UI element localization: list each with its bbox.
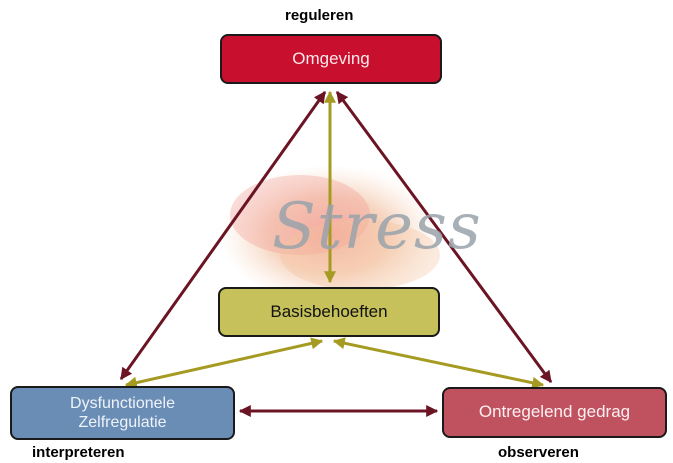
arrow-center-right bbox=[332, 337, 545, 389]
node-dysfunctionele-zelfregulatie: Dysfunctionele Zelfregulatie bbox=[10, 386, 235, 440]
arrow-center-left bbox=[124, 337, 324, 389]
arrow-top-right bbox=[335, 91, 553, 383]
node-ontregelend-gedrag-label: Ontregelend gedrag bbox=[478, 402, 631, 422]
node-left-label-line2: Zelfregulatie bbox=[78, 414, 167, 431]
node-left-label-line1: Dysfunctionele bbox=[70, 394, 175, 412]
node-omgeving: Omgeving bbox=[220, 34, 442, 84]
node-omgeving-label: Omgeving bbox=[292, 48, 370, 68]
label-interpreteren: interpreteren bbox=[32, 444, 125, 461]
arrow-top-left bbox=[119, 91, 327, 380]
node-basisbehoeften-label: Basisbehoeften bbox=[270, 301, 388, 321]
label-observeren: observeren bbox=[498, 444, 579, 461]
label-reguleren: reguleren bbox=[285, 7, 354, 24]
node-ontregelend-gedrag: Ontregelend gedrag bbox=[442, 387, 667, 438]
node-basisbehoeften: Basisbehoeften bbox=[218, 287, 440, 337]
stress-watermark: Stress bbox=[272, 190, 482, 264]
